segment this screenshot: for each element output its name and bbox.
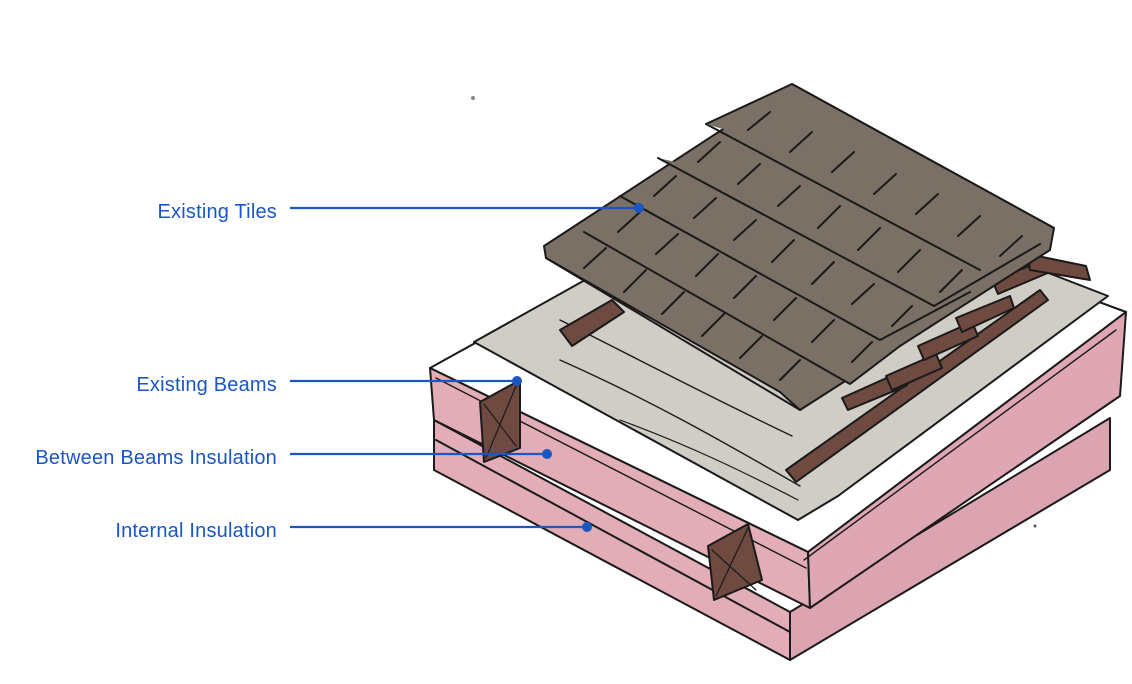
existing-tiles [543, 83, 1055, 411]
leader-dot-existing-tiles [634, 203, 644, 213]
label-between-beams-insulation: Between Beams Insulation [35, 447, 277, 469]
leader-lines [290, 203, 644, 532]
leader-dot-existing-beams [512, 376, 522, 386]
internal-insulation-layer [433, 417, 1111, 661]
existing-beams [479, 379, 763, 601]
label-internal-insulation: Internal Insulation [115, 520, 277, 542]
label-existing-beams: Existing Beams [136, 374, 277, 396]
leader-dot-internal-insulation [582, 522, 592, 532]
leader-dot-between-beams-insulation [542, 449, 552, 459]
label-existing-tiles: Existing Tiles [157, 201, 277, 223]
sketch-speck [471, 96, 475, 100]
sketch-speck [1033, 524, 1037, 528]
battens [559, 253, 1091, 483]
